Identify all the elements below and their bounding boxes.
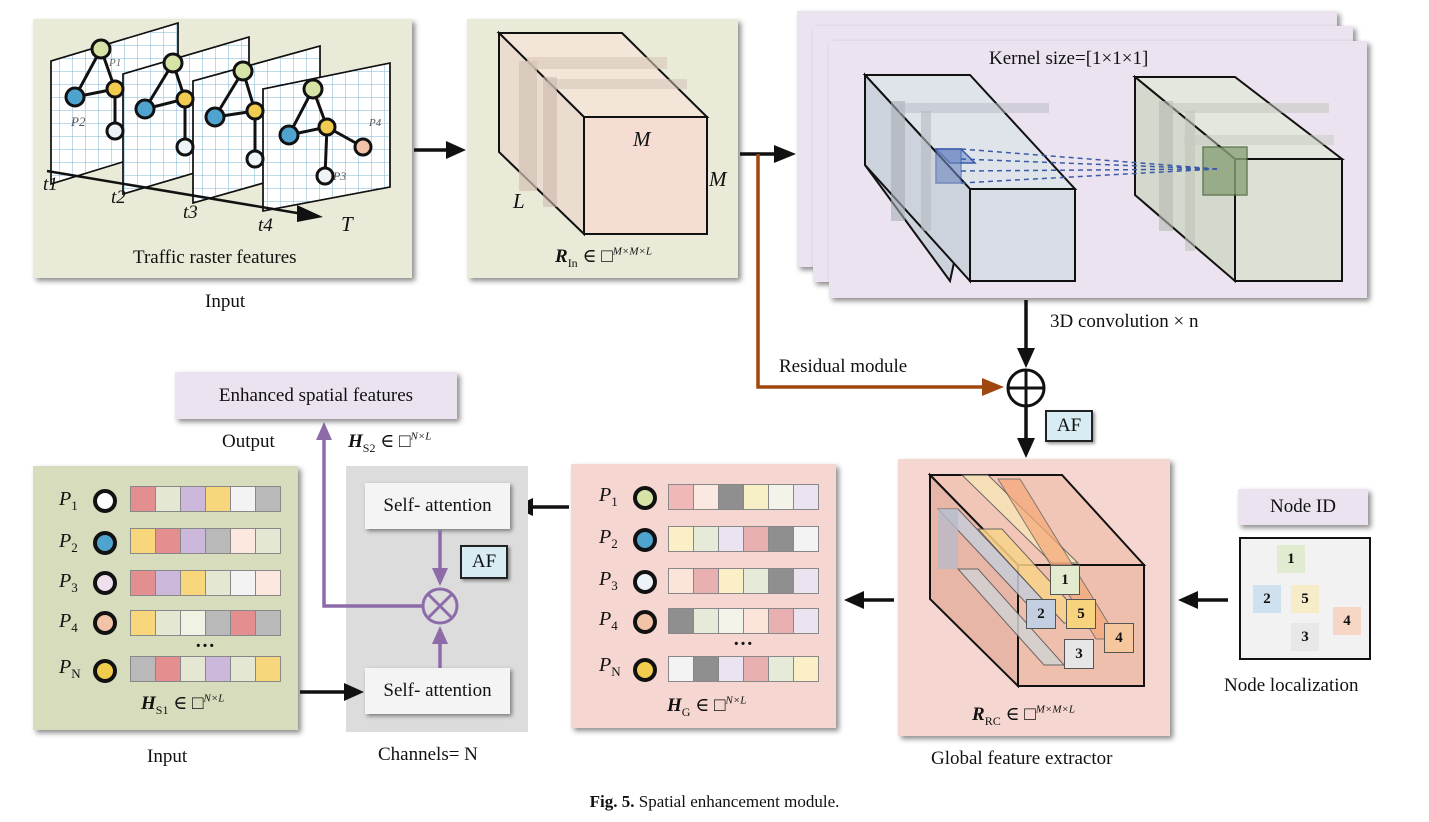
grid-node-2: 2 <box>1253 585 1281 613</box>
cube-node-4: 4 <box>1104 623 1134 653</box>
global-cube <box>927 472 1147 689</box>
self-attention-bottom: Self- attention <box>365 668 510 714</box>
hs1-input-label: Input <box>147 746 188 767</box>
hs1-formula: HS1 ∈ □N×L <box>141 692 225 717</box>
global-panel: 1 2 3 4 5 RRC ∈ □M×M×L <box>898 459 1170 736</box>
input-top-label: Input <box>205 291 246 312</box>
hs1-point-1-icon <box>93 489 117 513</box>
kernel-size-label: Kernel size=[1×1×1] <box>989 48 1149 69</box>
cube-node-3: 3 <box>1064 639 1094 669</box>
p3-label: P3 <box>333 169 347 183</box>
arrow-global-to-hg <box>844 591 894 609</box>
hg-row-label-n: PN <box>599 654 621 679</box>
arrow-to-rin <box>414 141 466 159</box>
hs1-row-1 <box>130 486 281 512</box>
conv-repeat-label: 3D convolution × n <box>1050 311 1199 332</box>
grid-node-3: 3 <box>1291 623 1319 651</box>
figure-caption: Fig. 5. Spatial enhancement module. <box>589 792 840 811</box>
hg-row-n <box>668 656 819 682</box>
hs1-row-label-2: P2 <box>59 530 78 555</box>
af-badge-top: AF <box>1045 410 1093 442</box>
rin-dim-l: L <box>513 189 525 213</box>
output-label: Output <box>222 431 275 452</box>
hg-row-label-3: P3 <box>599 568 618 593</box>
hg-row-4 <box>668 608 819 634</box>
global-extractor-label: Global feature extractor <box>931 748 1113 769</box>
traffic-raster-panel: P1 P2 P3 P4 t1 t2 t3 t4 T Traffic raster… <box>33 19 412 278</box>
channels-label: Channels= N <box>378 744 478 765</box>
af-badge-attn: AF <box>460 545 508 579</box>
hs1-row-n <box>130 656 281 682</box>
arrow-hs1-to-attn <box>300 683 364 701</box>
hs1-point-3-icon <box>93 571 117 595</box>
conv-panel: Kernel size=[1×1×1] <box>829 41 1367 298</box>
hg-row-label-4: P4 <box>599 608 618 633</box>
hg-panel: P1 P2 P3 P4 PN … HG ∈ □N×L <box>571 464 836 728</box>
hs1-row-label-4: P4 <box>59 610 78 635</box>
node-id-title: Node ID <box>1238 489 1368 525</box>
hg-point-2-icon <box>633 528 657 552</box>
node-localization-label: Node localization <box>1224 675 1359 696</box>
residual-label: Residual module <box>779 356 908 377</box>
rin-formula: RIn ∈ □M×M×L <box>555 245 653 270</box>
arrow-node-to-global <box>1178 591 1228 609</box>
grid-node-5: 5 <box>1291 585 1319 613</box>
hs1-point-2-icon <box>93 531 117 555</box>
hs1-row-3 <box>130 570 281 596</box>
p4-label: P4 <box>369 117 382 129</box>
hg-point-n-icon <box>633 658 657 682</box>
hg-row-2 <box>668 526 819 552</box>
rin-dim-m1: M <box>633 127 651 151</box>
hs1-row-label-3: P3 <box>59 570 78 595</box>
sum-node <box>1006 300 1046 458</box>
node-localization-grid: 1 2 3 4 5 <box>1239 537 1371 660</box>
hs1-row-4 <box>130 610 281 636</box>
hg-row-label-2: P2 <box>599 526 618 551</box>
hs2-formula: HS2 ∈ □N×L <box>348 430 432 455</box>
hs1-point-4-icon <box>93 611 117 635</box>
hg-point-3-icon <box>633 570 657 594</box>
grid-node-1: 1 <box>1277 545 1305 573</box>
hg-ellipsis: … <box>733 628 753 650</box>
output-box: Enhanced spatial features <box>175 372 457 419</box>
hs1-row-label-n: PN <box>59 656 81 681</box>
raster-frames-graphic <box>46 21 391 222</box>
hg-row-3 <box>668 568 819 594</box>
t4-label: t4 <box>258 215 273 236</box>
rin-cube <box>496 30 710 237</box>
traffic-raster-title: Traffic raster features <box>133 247 297 268</box>
p1-label: P1 <box>109 57 122 69</box>
hg-point-1-icon <box>633 486 657 510</box>
hg-formula: HG ∈ □N×L <box>667 694 747 719</box>
grid-node-4: 4 <box>1333 607 1361 635</box>
residual-connector <box>740 145 1004 396</box>
hs1-panel: P1 P2 P3 P4 PN … HS1 ∈ □N×L <box>33 466 298 730</box>
t1-label: t1 <box>43 174 58 195</box>
rrc-formula: RRC ∈ □M×M×L <box>972 703 1076 728</box>
self-attention-top: Self- attention <box>365 483 510 529</box>
conv-cubes <box>862 72 1345 284</box>
cube-node-5: 5 <box>1066 599 1096 629</box>
hs1-row-label-1: P1 <box>59 488 78 513</box>
hg-row-1 <box>668 484 819 510</box>
p2-label: P2 <box>71 114 86 129</box>
hg-row-label-1: P1 <box>599 484 618 509</box>
hs1-point-n-icon <box>93 659 117 683</box>
time-axis-label: T <box>341 212 353 236</box>
hs1-row-2 <box>130 528 281 554</box>
cube-node-1: 1 <box>1050 565 1080 595</box>
rin-dim-m2: M <box>709 167 727 191</box>
hg-point-4-icon <box>633 610 657 634</box>
attention-flow <box>316 422 459 668</box>
rin-panel: M M L RIn ∈ □M×M×L <box>467 19 738 278</box>
t2-label: t2 <box>111 187 126 208</box>
cube-node-2: 2 <box>1026 599 1056 629</box>
t3-label: t3 <box>183 202 198 223</box>
hs1-ellipsis: … <box>195 630 215 652</box>
